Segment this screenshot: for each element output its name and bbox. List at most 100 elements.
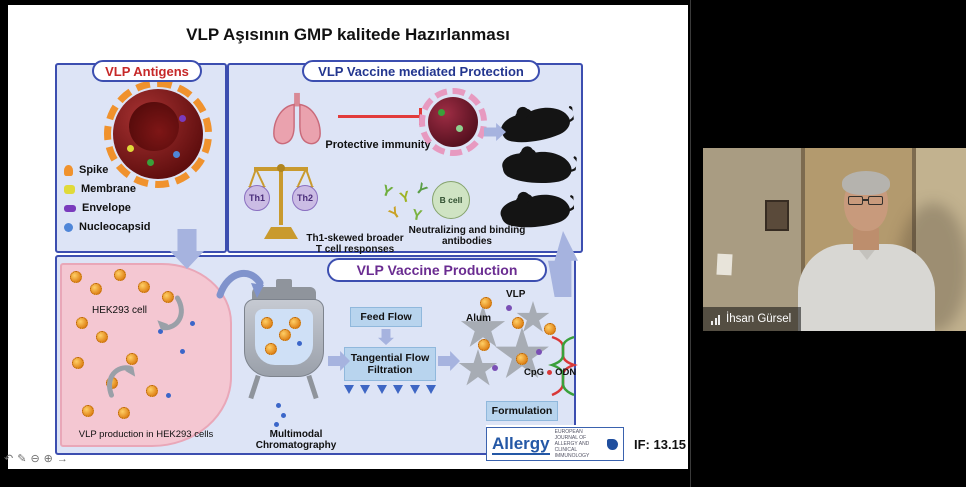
drip-dot [281,413,286,418]
annotation-toolbar: ↶ ✎ ⊖ ⊕ → [4,453,68,466]
vlp-particle [82,405,94,417]
alum-label: Alum [466,313,491,324]
impact-factor: IF: 13.15 [634,436,687,452]
glasses-icon [848,196,863,205]
inhibition-line [338,108,422,125]
envelope-dot [179,115,186,122]
reactor-stack [276,279,292,289]
cpg-odn-label: CpG ODN [524,367,576,378]
eaaci-logo-icon [607,438,618,450]
legend-item-envelope: Envelope [64,201,131,215]
cell-cluster [289,317,301,329]
curved-arrow-icon [157,295,184,331]
virus-dot [147,159,154,166]
vlp-particle [70,271,82,283]
chromatography-caption: Multimodal Chromatography [255,429,337,451]
th1-caption: Th1-skewed broader T cell responses [306,233,404,255]
participant-neck [853,228,879,250]
share-divider [690,0,691,487]
participant-video-tile[interactable]: İhsan Gürsel [703,148,966,331]
vlp-particle [162,291,174,303]
participant-head [842,171,890,231]
participant-name: İhsan Gürsel [726,313,792,325]
allergy-wordmark: Allergy [492,433,550,455]
nucleic-dot [180,349,185,354]
shared-slide: VLP Aşısının GMP kalitede Hazırlanması V… [8,5,688,469]
undo-icon[interactable]: ↶ [4,453,14,465]
vlp-particle [512,317,524,329]
journal-subtitle: EUROPEAN JOURNAL OF ALLERGY AND CLINICAL… [554,429,590,459]
th2-cell: Th2 [292,185,318,211]
hek293-label: HEK293 cell [92,305,148,316]
slide-title: VLP Aşısının GMP kalitede Hazırlanması [186,25,510,44]
vaccine-virus-icon [419,88,487,156]
glasses-icon [868,196,883,205]
antigens-panel-label: VLP Antigens [92,60,202,82]
vlp-particle [90,283,102,295]
reactor-leg [306,374,319,400]
pointer-icon[interactable]: → [56,453,68,465]
vlp-particle [126,353,138,365]
cpg-dot-icon [547,370,553,375]
antibody-caption: Neutralizing and binding antibodies [408,225,526,247]
vlp-particle [478,339,490,351]
virus-core [129,101,179,152]
flow-arrow-vaccine-to-mice [484,123,506,141]
vlp-particle [72,357,84,369]
mouse-icon [502,146,578,183]
reactor-window [255,309,313,365]
nucleic-dot [166,393,171,398]
vlp-label: VLP [506,289,526,300]
formulation-box: Formulation [486,401,558,421]
production-panel-label: VLP Vaccine Production [327,258,547,282]
adjuvant-dot [536,349,542,355]
tangential-flow-box: Tangential Flow Filtration [344,347,436,381]
drip-dot [276,403,281,408]
filtration-arrows [344,385,436,394]
dna-icon [548,335,578,397]
vlp-particle [96,331,108,343]
legend-item-spike: Spike [64,163,108,177]
zoom-in-icon[interactable]: ⊕ [43,453,53,465]
legend-item-nucleocapsid: Nucleocapsid [64,220,151,234]
bioreactor [236,279,332,401]
spike-icon [64,164,73,176]
vlp-particle [118,407,130,419]
audio-indicator-icon [711,314,720,325]
lungs-icon [273,92,321,145]
allergy-logo: Allergy EUROPEAN JOURNAL OF ALLERGY AND … [486,427,624,461]
cell-cluster [279,329,291,341]
adjuvant-dot [492,365,498,371]
vlp-virus-icon [104,80,212,188]
vlp-particle [146,385,158,397]
b-cell: B cell [432,181,470,219]
virus-dot [456,125,463,132]
membrane-icon [64,184,75,194]
vlp-particle [544,323,556,335]
feed-flow-box: Feed Flow [350,307,422,327]
nucleocapsid-icon [64,222,73,232]
protective-immunity-label: Protective immunity [325,139,431,151]
glasses-bridge [862,199,869,201]
cell-cluster [261,317,273,329]
pen-icon[interactable]: ✎ [17,453,27,465]
adjuvant-dot [506,305,512,311]
vlp-particle [138,281,150,293]
envelope-icon [64,204,76,212]
th1-cell: Th1 [244,185,270,211]
vlp-particle [76,317,88,329]
flow-arrow-reactor-to-tff [328,351,350,371]
nucleocapsid-dot [173,151,180,158]
drip-dot [274,422,279,427]
flow-arrow-tff-to-formulation [438,351,460,371]
protection-panel-label: VLP Vaccine mediated Protection [302,60,540,82]
wall-paper [716,253,733,276]
hek293-cell: HEK293 cell VLP production in HEK293 cel… [60,263,232,447]
vlp-particle [114,269,126,281]
participant-torso [798,244,935,331]
picture-frame [765,200,789,231]
cell-dot [297,341,302,346]
legend-item-membrane: Membrane [64,182,136,196]
zoom-out-icon[interactable]: ⊖ [30,453,40,465]
